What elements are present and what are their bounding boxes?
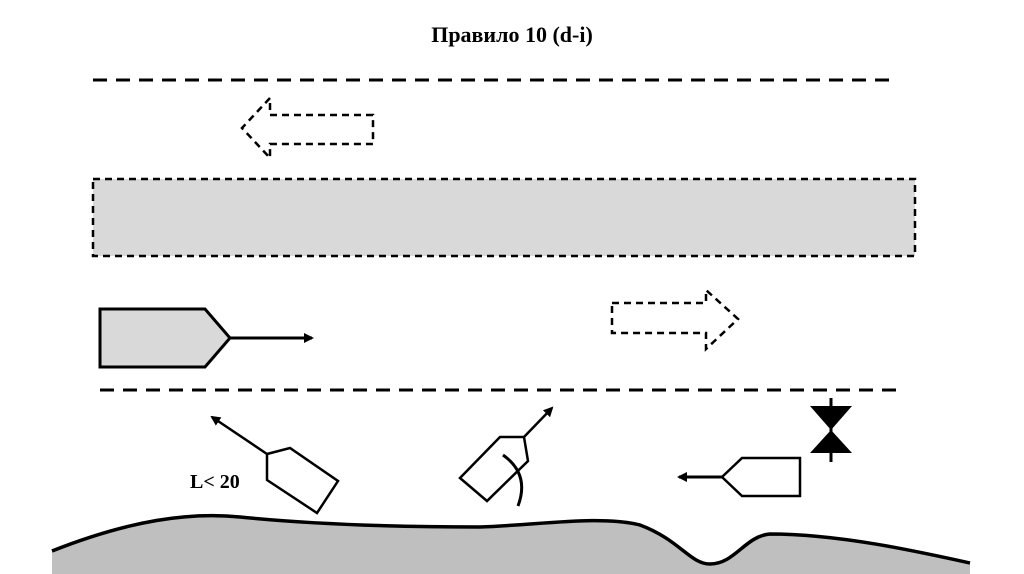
sail-icon: [502, 453, 524, 507]
heading-arrow: [210, 415, 268, 456]
shoreline-edge: [51, 513, 971, 566]
small-vessel-left: [210, 415, 340, 515]
dashed-arrow-left-icon: [240, 94, 375, 162]
heading-arrow: [523, 406, 554, 438]
diagram-title: Правило 10 (d-i): [431, 22, 593, 47]
separation-zone: [91, 177, 917, 258]
anchored-vessel-icon: [810, 398, 852, 462]
large-vessel: [98, 307, 314, 369]
vessel-length-label: L< 20: [190, 471, 240, 493]
shoreline: [52, 515, 970, 574]
dashed-arrow-right-icon: [610, 287, 740, 352]
small-vessel-right: [677, 456, 802, 498]
sailing-vessel: [458, 406, 554, 507]
